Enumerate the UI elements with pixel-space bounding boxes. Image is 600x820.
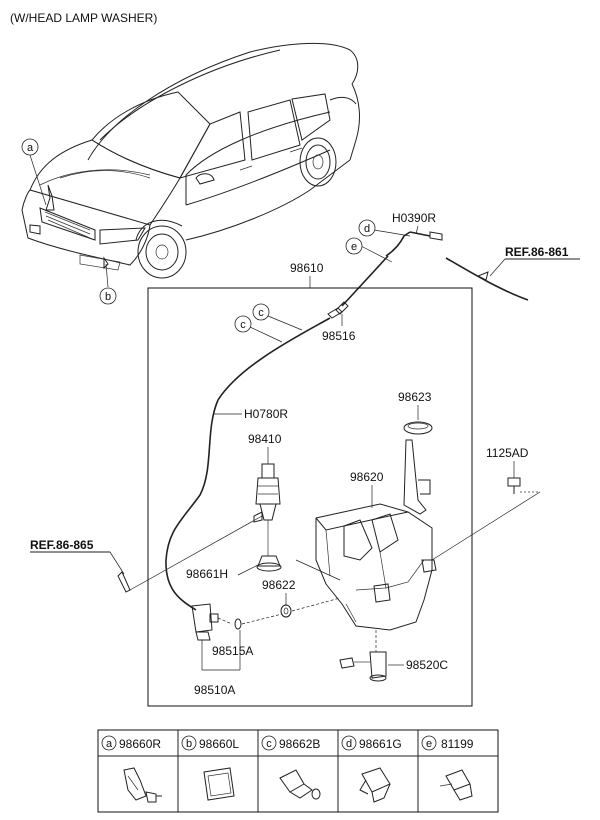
- svg-text:81199: 81199: [441, 737, 474, 751]
- pump-98510A: 98510A: [191, 603, 241, 697]
- label-REF-86-865: REF.86-865: [30, 491, 541, 593]
- svg-text:98510A: 98510A: [194, 683, 235, 697]
- svg-text:98622: 98622: [262, 578, 296, 592]
- hose-H0780R: [165, 307, 343, 611]
- svg-text:98660L: 98660L: [199, 737, 239, 751]
- callout-c-1: c: [252, 303, 303, 331]
- svg-text:H0780R: H0780R: [244, 407, 288, 421]
- callout-e-top: e: [345, 237, 393, 263]
- legend-header-a: a 98660R: [101, 735, 161, 751]
- label-98610: 98610: [290, 261, 324, 288]
- legend-header-c: c 98662B: [261, 735, 320, 751]
- bolt-1125AD: 1125AD: [486, 446, 540, 494]
- label-H0390R: H0390R: [392, 211, 436, 235]
- car-illustration: [21, 42, 360, 279]
- svg-text:e: e: [426, 738, 432, 750]
- svg-text:98610: 98610: [290, 261, 324, 275]
- svg-text:a: a: [27, 142, 34, 154]
- svg-text:98620: 98620: [350, 470, 384, 484]
- svg-text:98515A: 98515A: [212, 644, 253, 658]
- diagram-title: (W/HEAD LAMP WASHER): [10, 11, 157, 25]
- svg-text:c: c: [240, 319, 246, 331]
- callout-d-top: d: [358, 219, 411, 237]
- grommet-98515A: 98515A: [212, 613, 283, 658]
- svg-text:REF.86-865: REF.86-865: [30, 538, 94, 552]
- svg-text:98661H: 98661H: [186, 567, 228, 581]
- svg-text:98410: 98410: [248, 432, 282, 446]
- upper-hose-run: [341, 231, 529, 307]
- cover-98660L-icon: [203, 767, 235, 801]
- svg-text:e: e: [351, 241, 357, 253]
- callout-b-car: b: [99, 263, 117, 305]
- callout-c-2: c: [234, 315, 283, 343]
- assembly-box: [147, 287, 473, 707]
- callout-a-car: a: [21, 138, 47, 206]
- svg-text:98516: 98516: [322, 329, 356, 343]
- clip-98661G-icon: [359, 767, 391, 803]
- svg-text:c: c: [258, 307, 264, 319]
- svg-text:98520C: 98520C: [406, 658, 448, 672]
- svg-text:H0390R: H0390R: [392, 211, 436, 225]
- svg-text:d: d: [364, 223, 370, 235]
- svg-text:98660R: 98660R: [119, 737, 161, 751]
- label-REF-86-861: REF.86-861: [476, 245, 580, 281]
- svg-text:b: b: [186, 738, 192, 750]
- svg-text:1125AD: 1125AD: [486, 446, 529, 460]
- pump-98410: 98410: [248, 432, 282, 556]
- clip-81199-icon: [439, 769, 473, 801]
- svg-text:98662B: 98662B: [279, 737, 320, 751]
- connector-98516: 98516: [322, 301, 356, 343]
- legend-header-d: d 98661G: [341, 735, 402, 751]
- svg-text:98623: 98623: [398, 390, 432, 404]
- svg-text:d: d: [346, 738, 352, 750]
- svg-text:98661G: 98661G: [359, 737, 402, 751]
- svg-text:b: b: [105, 291, 111, 303]
- cap-98623: 98623: [398, 390, 433, 435]
- sensor-98520C: 98520C: [339, 630, 448, 682]
- legend-header-b: b 98660L: [181, 735, 239, 751]
- svg-text:REF.86-861: REF.86-861: [505, 245, 569, 259]
- nozzle-98660R-icon: [123, 767, 162, 803]
- svg-text:c: c: [266, 738, 272, 750]
- legend-header-e: e 81199: [421, 735, 474, 751]
- svg-text:a: a: [106, 738, 113, 750]
- label-H0780R: H0780R: [214, 407, 288, 421]
- legend-table: a 98660R b 98660L c 98662B d 98661G e 81…: [97, 729, 499, 813]
- connector-98662B-icon: [279, 769, 321, 800]
- grommet-98661H: 98661H: [186, 555, 282, 581]
- grommet-98622: 98622: [262, 578, 341, 618]
- reservoir-98620: 98620: [315, 439, 437, 631]
